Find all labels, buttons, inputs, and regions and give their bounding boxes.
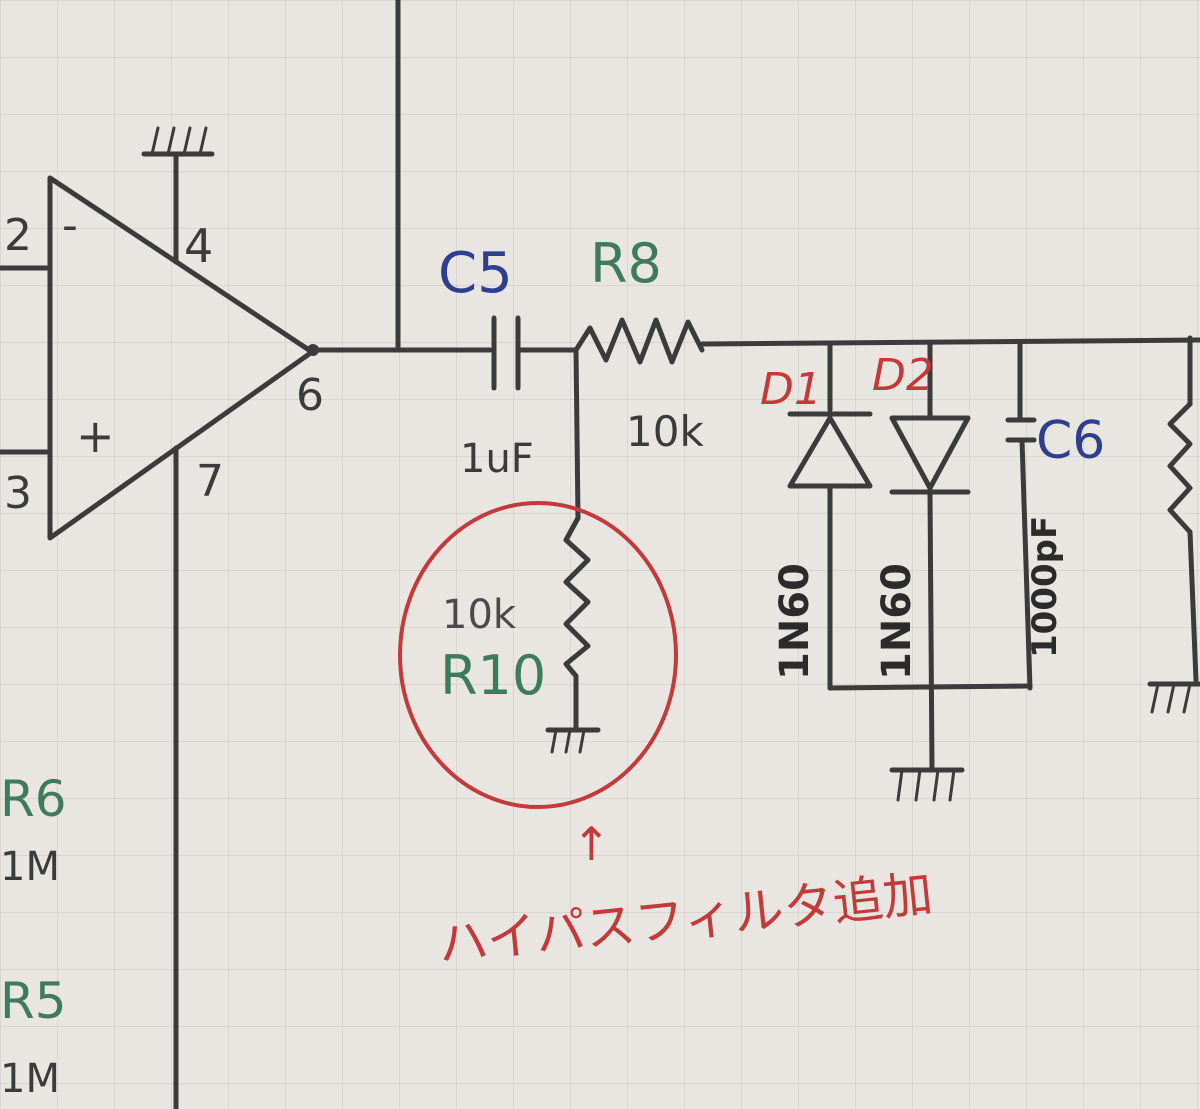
r10-resistor-symbol: [563, 515, 591, 679]
d2-ref-label: D2: [872, 350, 934, 401]
opamp-plus-sign: +: [76, 409, 115, 463]
opamp-minus-sign: -: [62, 200, 78, 251]
d1-value-label: 1N60: [772, 563, 818, 680]
opamp-output-node: [307, 344, 319, 356]
ground-bus-wire: [827, 683, 1033, 691]
c5-value-label: 1uF: [460, 436, 534, 482]
opamp-symbol: [47, 175, 315, 541]
r10-highlight-circle: [398, 501, 678, 809]
d1-ref-label: D1: [760, 364, 822, 415]
r8-resistor-symbol: [573, 317, 705, 365]
d2-diode-symbol: [889, 415, 971, 491]
opamp-pin6-label: 6: [296, 370, 324, 421]
c6-ref-label: C6: [1036, 411, 1105, 471]
r6-value-label: 1M: [0, 844, 60, 890]
c6-value-label: 1000pF: [1025, 516, 1065, 658]
r8-ref-label: R8: [590, 232, 662, 295]
right-edge-resistor-symbol: [1167, 401, 1193, 535]
d2-value-label: 1N60: [874, 563, 920, 680]
opamp-pin3-label: 3: [4, 468, 32, 519]
r5-ref-label: R5: [0, 972, 67, 1030]
annotation-arrow: ↑: [572, 817, 611, 871]
opamp-pin2-label: 2: [4, 210, 32, 261]
opamp-pin4-label: 4: [184, 219, 213, 273]
r10-ref-label: R10: [440, 644, 546, 707]
r10-value-label: 10k: [442, 592, 517, 638]
r10-branch-wire: [573, 347, 581, 521]
opamp-pin7-label: 7: [196, 456, 224, 507]
r8-value-label: 10k: [626, 407, 704, 456]
r5-value-label: 1M: [0, 1056, 60, 1102]
r6-ref-label: R6: [0, 770, 67, 828]
c5-ref-label: C5: [438, 241, 513, 306]
